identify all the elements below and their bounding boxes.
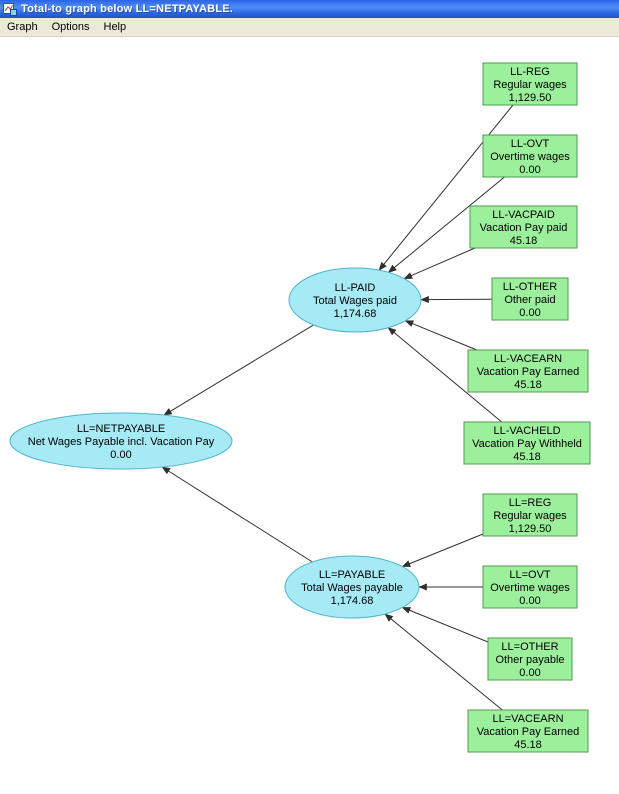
node-name: LL=PAYABLE: [319, 569, 385, 581]
node-value: 1,129.50: [509, 523, 552, 535]
node-desc: Total Wages payable: [301, 582, 403, 594]
node-shape-rect[interactable]: [491, 277, 569, 321]
node-value: 45.18: [514, 739, 542, 751]
node-name: LL=OTHER: [501, 641, 558, 653]
node-desc: Overtime wages: [490, 151, 570, 163]
menu-graph[interactable]: Graph: [7, 20, 38, 33]
node-value: 0.00: [519, 667, 540, 679]
node-name: LL-OTHER: [503, 281, 557, 293]
node-desc: Other paid: [504, 294, 555, 306]
edge-ll-paid-to-netpayable: [163, 324, 314, 416]
node-desc: Vacation Pay Earned: [477, 726, 580, 738]
menu-bar: Graph Options Help: [0, 18, 619, 37]
app-icon[interactable]: [3, 2, 17, 16]
title-bar: Total-to graph below LL=NETPAYABLE.: [0, 0, 619, 18]
node-value: 1,174.68: [331, 595, 374, 607]
node-value: 45.18: [514, 379, 542, 391]
node-desc: Vacation Pay Withheld: [472, 438, 582, 450]
node-shape-rect[interactable]: [469, 205, 578, 249]
node-value: 45.18: [510, 235, 538, 247]
menu-options[interactable]: Options: [51, 20, 90, 33]
edge-ll-vacpaid-to-ll-paid: [403, 247, 476, 280]
node-shape-ellipse[interactable]: [288, 267, 422, 333]
node-name: LL-VACHELD: [493, 425, 560, 437]
node-shape-rect[interactable]: [467, 709, 589, 753]
node-name: LL-VACEARN: [494, 353, 562, 365]
node-desc: Total Wages paid: [313, 295, 397, 307]
node-desc: Regular wages: [493, 510, 567, 522]
node-shape-rect[interactable]: [482, 493, 578, 537]
node-value: 0.00: [110, 449, 131, 461]
node-name: LL=VACEARN: [492, 713, 563, 725]
node-name: LL=OVT: [509, 569, 551, 581]
node-value: 0.00: [519, 307, 540, 319]
node-desc: Vacation Pay paid: [480, 222, 568, 234]
node-name: LL-PAID: [335, 282, 376, 294]
window-title: Total-to graph below LL=NETPAYABLE.: [21, 3, 234, 15]
edge-ll-reg-to-ll-paid: [378, 104, 514, 271]
edge-eq-reg-to-payable: [401, 533, 484, 568]
node-shape-rect[interactable]: [463, 421, 591, 465]
node-desc: Net Wages Payable incl. Vacation Pay: [28, 436, 215, 448]
node-shape-ellipse[interactable]: [9, 412, 233, 470]
node-value: 0.00: [519, 164, 540, 176]
edge-ll-ovt-to-ll-paid: [387, 176, 505, 273]
node-shape-rect[interactable]: [482, 62, 578, 106]
edge-ll-vacearn-to-ll-paid: [404, 320, 477, 351]
node-shape-ellipse[interactable]: [284, 555, 420, 619]
node-value: 0.00: [519, 595, 540, 607]
edge-payable-to-netpayable: [161, 466, 313, 563]
node-value: 1,174.68: [334, 308, 377, 320]
node-desc: Vacation Pay Earned: [477, 366, 580, 378]
node-value: 45.18: [513, 451, 541, 463]
node-shape-rect[interactable]: [487, 637, 573, 681]
node-name: LL-REG: [510, 66, 550, 78]
edge-eq-other-to-payable: [401, 606, 489, 643]
node-desc: Regular wages: [493, 79, 567, 91]
edge-eq-vacearn-to-payable: [384, 613, 503, 711]
node-name: LL=REG: [509, 497, 552, 509]
node-name: LL=NETPAYABLE: [77, 423, 165, 435]
node-shape-rect[interactable]: [482, 134, 578, 178]
node-shape-rect[interactable]: [467, 349, 589, 393]
menu-help[interactable]: Help: [103, 20, 127, 33]
node-shape-rect[interactable]: [482, 565, 578, 609]
node-value: 1,129.50: [509, 92, 552, 104]
node-desc: Overtime wages: [490, 582, 570, 594]
node-name: LL-VACPAID: [492, 209, 555, 221]
node-name: LL-OVT: [511, 138, 550, 150]
edge-ll-vacheld-to-ll-paid: [387, 327, 503, 423]
node-desc: Other payable: [495, 654, 564, 666]
edge-layer: [161, 104, 514, 711]
